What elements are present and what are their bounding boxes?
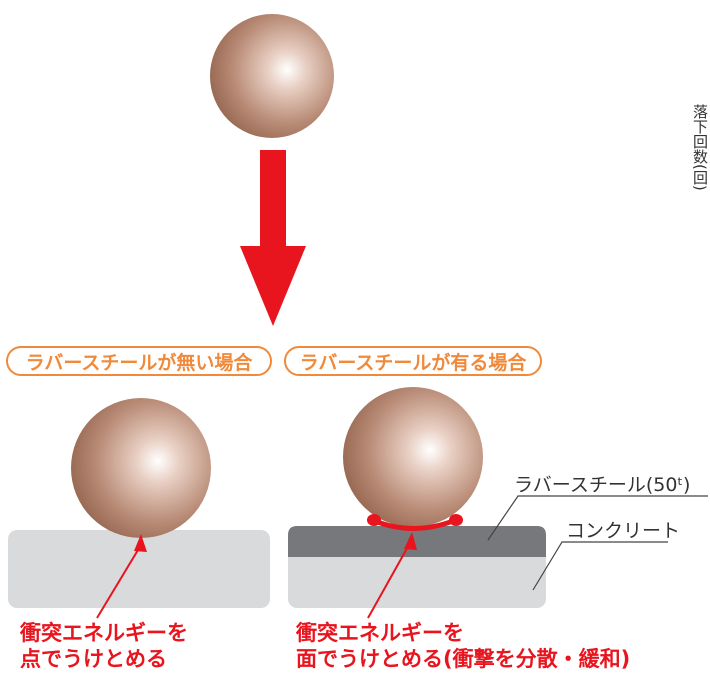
concrete-label: コンクリート (566, 520, 681, 542)
rubber-leader-line (487, 495, 708, 541)
right-ball (343, 387, 483, 527)
rubber-steel-layer (288, 526, 546, 557)
left-concrete-block (8, 530, 270, 608)
left-caption-line2: 点でうけとめる (20, 647, 167, 671)
left-pointer-arrow (96, 534, 147, 619)
left-ball (71, 398, 211, 538)
right-caption: 衝突エネルギーを 面でうけとめる(衝撃を分散・緩和) (296, 620, 630, 672)
with-rubber-label: ラバースチールが有る場合 (284, 346, 542, 376)
right-caption-line2: 面でうけとめる(衝撃を分散・緩和) (296, 647, 631, 671)
left-caption-line1: 衝突エネルギーを (20, 621, 188, 645)
contact-surface (367, 514, 463, 531)
left-caption: 衝突エネルギーを 点でうけとめる (20, 620, 188, 672)
right-caption-line1: 衝突エネルギーを (296, 621, 464, 645)
right-pointer-arrow (367, 532, 417, 619)
falling-ball (210, 14, 334, 138)
without-rubber-label: ラバースチールが無い場合 (6, 346, 272, 376)
fall-arrow (240, 150, 306, 326)
concrete-leader-line (532, 541, 668, 591)
fall-count-axis-label: 落下回数(回) (691, 104, 709, 191)
rubber-steel-label: ラバースチール(50ᵗ) (514, 474, 691, 496)
